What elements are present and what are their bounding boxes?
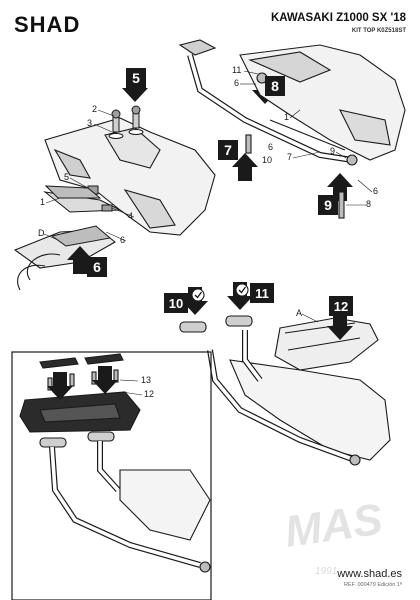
callout-11: 11 <box>232 65 241 75</box>
svg-text:9: 9 <box>324 197 332 213</box>
callout-10: 10 <box>262 155 272 165</box>
svg-text:1991: 1991 <box>315 566 337 577</box>
svg-text:MAS: MAS <box>282 495 386 557</box>
step-box-8: 8 <box>265 76 285 96</box>
callout-1b: 1 <box>284 112 289 122</box>
svg-text:7: 7 <box>224 142 232 158</box>
model-title: KAWASAKI Z1000 SX '18 <box>270 12 406 24</box>
check-circle-icon <box>235 283 249 297</box>
reference-label: REF. 000479 Edición 1ª <box>344 582 402 588</box>
callout-leaders <box>43 70 373 396</box>
panel-base-plate <box>11 351 212 600</box>
callout-3: 3 <box>87 118 92 128</box>
panel-rail-mount <box>178 39 406 219</box>
svg-text:12: 12 <box>334 299 348 314</box>
kit-code: KIT TOP K0Z518ST <box>351 28 406 34</box>
step-box-7: 7 <box>218 140 238 160</box>
step-box-10: 10 <box>164 293 188 313</box>
watermark: MAS 1991 <box>282 495 386 577</box>
step-box-11: 11 <box>250 283 274 303</box>
svg-text:11: 11 <box>255 286 269 301</box>
check-circle-icon <box>191 288 205 302</box>
callout-6d: 6 <box>373 186 378 196</box>
panel-topcase-fit <box>179 315 391 466</box>
arrow-down-icon <box>47 372 73 400</box>
website-label: www.shad.es <box>337 568 402 580</box>
callout-D: D <box>38 228 45 238</box>
svg-text:8: 8 <box>271 78 279 94</box>
callout-5: 5 <box>64 172 69 182</box>
step-box-9: 9 <box>318 195 338 215</box>
callout-7: 7 <box>287 152 292 162</box>
callout-2: 2 <box>92 104 97 114</box>
part-callouts: 2 3 5 1 4 6 D 11 6 1 6 10 7 9 6 8 A 13 1… <box>38 65 378 399</box>
step-box-5: 5 <box>126 68 146 88</box>
svg-text:10: 10 <box>169 296 183 311</box>
callout-1: 1 <box>40 197 45 207</box>
svg-text:6: 6 <box>93 259 101 275</box>
callout-A: A <box>296 308 302 318</box>
callout-6: 6 <box>120 235 125 245</box>
callout-8: 8 <box>366 199 371 209</box>
brand-logo: SHAD <box>14 12 81 37</box>
svg-text:5: 5 <box>132 70 140 86</box>
callout-4: 4 <box>128 211 133 221</box>
step-box-6: 6 <box>87 257 107 277</box>
callout-12: 12 <box>144 389 154 399</box>
callout-9: 9 <box>330 146 335 156</box>
callout-6c: 6 <box>268 142 273 152</box>
callout-6b: 6 <box>234 78 239 88</box>
step-box-12: 12 <box>329 296 353 316</box>
callout-13: 13 <box>141 375 151 385</box>
